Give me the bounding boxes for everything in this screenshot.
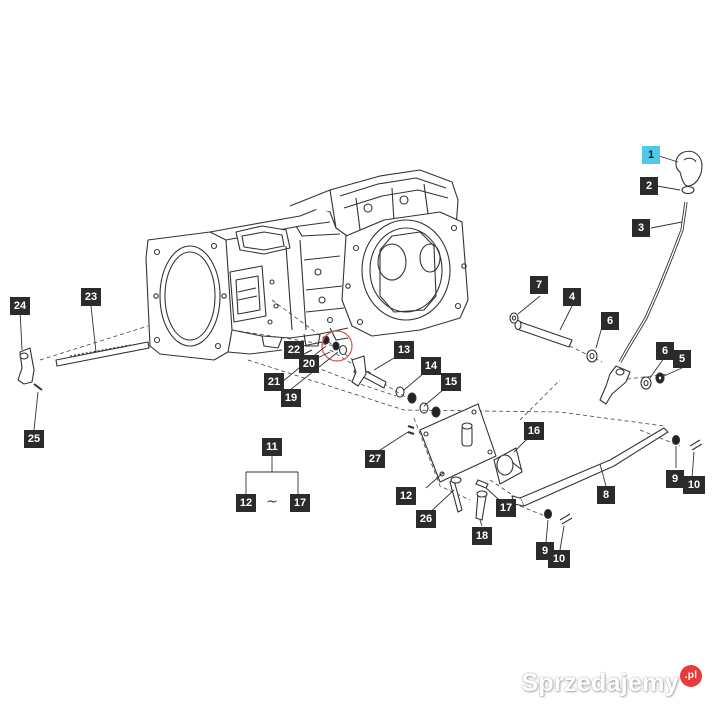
long-bolt <box>449 479 463 513</box>
label-26[interactable]: 26 <box>416 510 436 528</box>
label-14[interactable]: 14 <box>421 357 441 375</box>
label-12a[interactable]: 12 <box>396 487 416 505</box>
label-23[interactable]: 23 <box>81 288 101 306</box>
label-9a[interactable]: 9 <box>666 470 684 488</box>
label-12b[interactable]: 12 <box>236 494 256 512</box>
svg-text:19: 19 <box>285 392 297 404</box>
label-8[interactable]: 8 <box>597 486 615 504</box>
gear-knob <box>675 150 703 187</box>
range-tilde: ~ <box>266 494 278 510</box>
svg-text:8: 8 <box>603 489 609 501</box>
label-22[interactable]: 22 <box>284 341 304 359</box>
svg-text:25: 25 <box>28 433 40 445</box>
svg-text:18: 18 <box>476 530 488 542</box>
label-18[interactable]: 18 <box>472 527 492 545</box>
label-4[interactable]: 4 <box>563 288 581 306</box>
svg-text:6: 6 <box>607 315 613 327</box>
label-6a[interactable]: 6 <box>601 312 619 330</box>
svg-text:7: 7 <box>536 279 542 291</box>
svg-text:20: 20 <box>303 358 315 370</box>
svg-text:3: 3 <box>638 222 644 234</box>
svg-text:26: 26 <box>420 513 432 525</box>
label-20[interactable]: 20 <box>299 355 319 373</box>
knob-nut <box>681 185 695 195</box>
assembly-guide-lines <box>39 299 681 519</box>
svg-text:15: 15 <box>445 376 457 388</box>
label-1[interactable]: 1 <box>642 146 660 164</box>
label-10b[interactable]: 10 <box>548 550 570 568</box>
svg-text:14: 14 <box>425 360 438 372</box>
label-15[interactable]: 15 <box>441 373 461 391</box>
svg-text:24: 24 <box>14 300 27 312</box>
label-17a[interactable]: 17 <box>496 499 516 517</box>
label-10a[interactable]: 10 <box>683 476 705 494</box>
label-17b[interactable]: 17 <box>290 494 310 512</box>
label-7[interactable]: 7 <box>530 276 548 294</box>
shift-linkage-parts <box>17 150 703 525</box>
label-11[interactable]: 11 <box>262 438 282 456</box>
svg-text:10: 10 <box>553 553 565 565</box>
svg-text:23: 23 <box>85 291 97 303</box>
svg-text:17: 17 <box>294 497 306 509</box>
gear-lever <box>618 201 688 363</box>
label-25[interactable]: 25 <box>24 430 44 448</box>
label-16[interactable]: 16 <box>524 422 544 440</box>
svg-text:11: 11 <box>266 441 278 453</box>
highlight-circle <box>321 330 353 362</box>
label-19[interactable]: 19 <box>281 389 301 407</box>
pivot-pin <box>516 321 573 348</box>
label-5[interactable]: 5 <box>673 350 691 368</box>
long-shaft <box>55 341 150 367</box>
svg-text:9: 9 <box>672 473 678 485</box>
svg-text:22: 22 <box>288 344 300 356</box>
svg-text:1: 1 <box>648 149 654 161</box>
svg-text:21: 21 <box>268 376 280 388</box>
svg-text:6: 6 <box>662 345 668 357</box>
callout-labels: 1 2 3 4 7 6 6 5 8 9 10 9 10 13 14 15 16 … <box>10 146 705 568</box>
label-27[interactable]: 27 <box>365 450 385 468</box>
svg-text:10: 10 <box>688 479 700 491</box>
label-24[interactable]: 24 <box>10 297 30 315</box>
label-13[interactable]: 13 <box>394 341 414 359</box>
svg-text:12: 12 <box>400 490 412 502</box>
label-2[interactable]: 2 <box>640 177 658 195</box>
svg-text:5: 5 <box>679 353 685 365</box>
svg-text:17: 17 <box>500 502 512 514</box>
svg-text:9: 9 <box>542 545 548 557</box>
watermark-text: Sprzedajemy <box>521 669 679 697</box>
label-6b[interactable]: 6 <box>656 342 674 360</box>
cover-plate <box>419 403 497 483</box>
svg-text:4: 4 <box>569 291 576 303</box>
watermark-logo: Sprzedajemy.pl <box>521 665 702 698</box>
svg-text:16: 16 <box>528 425 540 437</box>
svg-text:27: 27 <box>369 453 381 465</box>
svg-text:13: 13 <box>398 344 410 356</box>
label-21[interactable]: 21 <box>264 373 284 391</box>
label-3[interactable]: 3 <box>632 219 650 237</box>
watermark-suffix: .pl <box>680 665 702 687</box>
transmission-housing <box>145 169 469 361</box>
svg-text:12: 12 <box>240 497 252 509</box>
svg-text:2: 2 <box>646 180 652 192</box>
